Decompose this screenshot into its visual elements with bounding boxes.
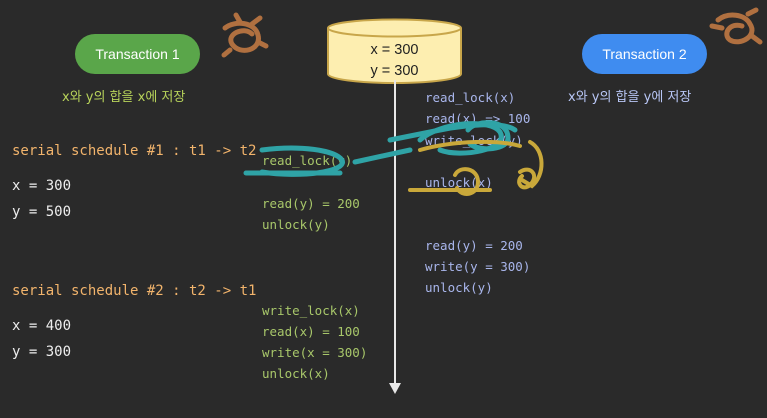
timeline-arrow-icon xyxy=(389,383,401,394)
transaction-2-badge: Transaction 2 xyxy=(582,34,707,74)
database-values: x = 300 y = 300 xyxy=(326,40,463,82)
timeline-line xyxy=(394,80,396,385)
t1-op: read(x) = 100 xyxy=(262,324,360,339)
schedule-2-y: y = 300 xyxy=(12,344,72,360)
schedule-1-x: x = 300 xyxy=(12,178,72,194)
t1-op: unlock(x) xyxy=(262,366,330,381)
database-y: y = 300 xyxy=(370,63,419,79)
t1-op: write(x = 300) xyxy=(262,345,368,360)
t2-op: read(x) => 100 xyxy=(425,111,531,126)
transaction-1-note: x와 y의 합을 x에 저장 xyxy=(62,90,186,105)
doodle-icon xyxy=(709,7,763,45)
t1-op: write_lock(x) xyxy=(262,303,360,318)
schedule-1-y: y = 500 xyxy=(12,204,72,220)
t2-op: read(y) = 200 xyxy=(425,238,523,253)
transaction-2-note: x와 y의 합을 y에 저장 xyxy=(568,90,692,105)
yellow-mark-icon xyxy=(408,139,544,196)
t2-op: unlock(y) xyxy=(425,280,493,295)
schedule-2-x: x = 400 xyxy=(12,318,72,334)
database-icon xyxy=(327,18,462,84)
t1-op: read(y) = 200 xyxy=(262,196,360,211)
t1-op: read_lock(y) xyxy=(262,153,353,168)
schedule-2-title: serial schedule #2 : t2 -> t1 xyxy=(12,283,257,299)
doodle-icon xyxy=(221,12,269,58)
t2-op: read_lock(x) xyxy=(425,90,516,105)
database-x: x = 300 xyxy=(370,42,419,58)
t1-op: unlock(y) xyxy=(262,217,330,232)
transaction-1-badge: Transaction 1 xyxy=(75,34,200,74)
t2-op: write(y = 300) xyxy=(425,259,531,274)
teal-mark-icon xyxy=(243,120,518,177)
schedule-1-title: serial schedule #1 : t1 -> t2 xyxy=(12,143,257,159)
